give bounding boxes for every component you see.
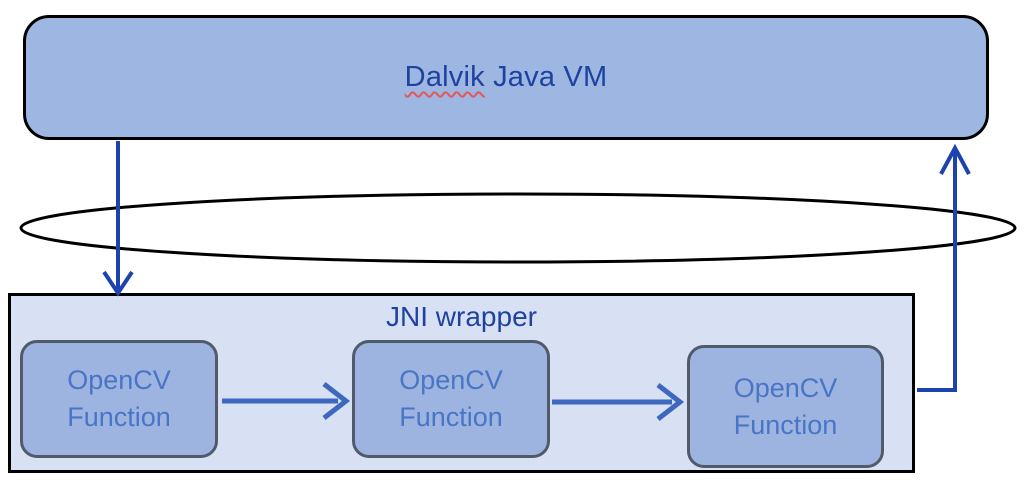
dalvik-word-misspelling-marked: Dalvik <box>404 61 485 93</box>
opencv-label-line2: Function <box>67 402 171 432</box>
return-up-connector <box>917 143 971 392</box>
layer-boundary-ellipse <box>19 192 1017 264</box>
opencv-label-line1: OpenCV <box>67 365 171 395</box>
jni-wrapper-title: JNI wrapper <box>386 301 537 332</box>
opencv-label-line2: Function <box>733 409 838 440</box>
opencv-label-line1: OpenCV <box>733 372 838 403</box>
opencv-function-label-3: OpenCV Function <box>734 370 838 444</box>
opencv-function-label-1: OpenCV Function <box>67 362 171 436</box>
opencv-function-label-2: OpenCV Function <box>399 362 503 436</box>
dalvik-vm-label: Dalvik Java VM <box>405 61 608 94</box>
opencv-function-box-3: OpenCV Function <box>687 345 884 468</box>
opencv-function-box-1: OpenCV Function <box>20 340 218 458</box>
dalvik-vm-box: Dalvik Java VM <box>23 15 989 140</box>
vm-label-rest: Java VM <box>484 61 608 93</box>
opencv-function-box-2: OpenCV Function <box>352 340 550 458</box>
opencv-label-line1: OpenCV <box>399 365 503 395</box>
opencv-label-line2: Function <box>399 402 503 432</box>
call-down-arrow <box>102 141 134 297</box>
